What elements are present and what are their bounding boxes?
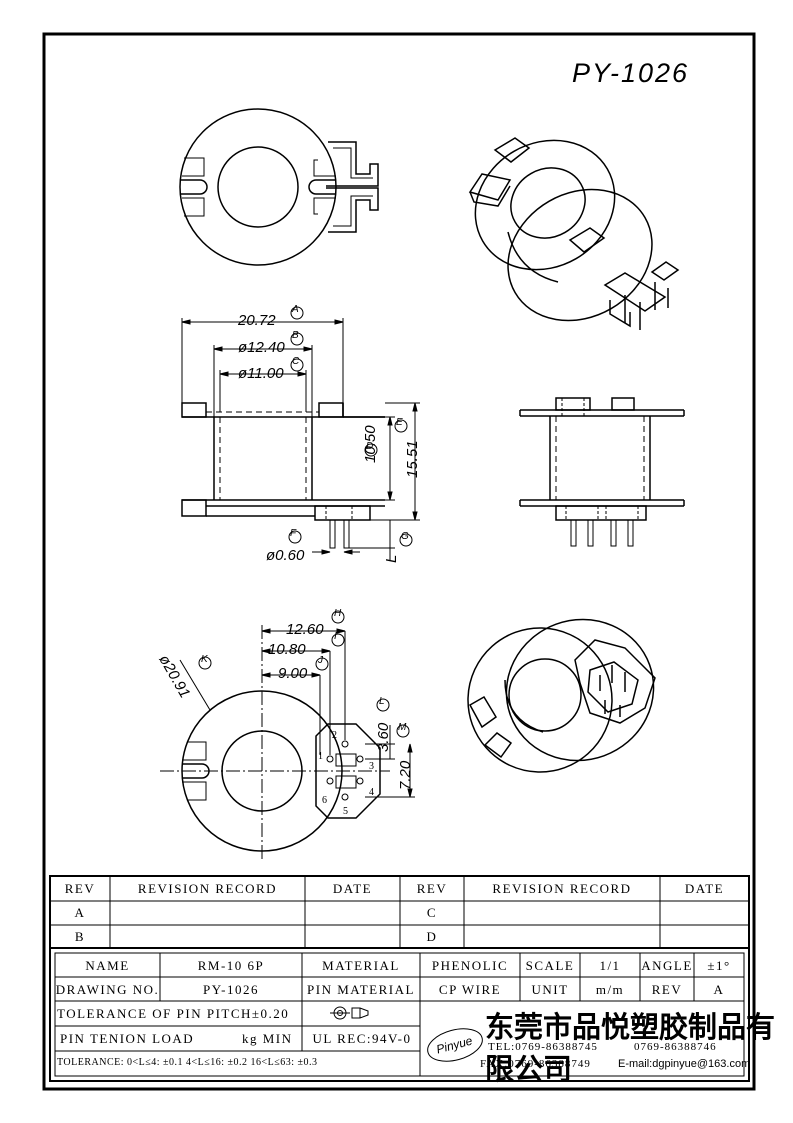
tel-2: 0769-86388746 bbox=[634, 1041, 717, 1053]
pin-pitch-tolerance: TOLERANCE OF PIN PITCH±0.20 bbox=[57, 1006, 290, 1021]
balloon-e: E bbox=[396, 417, 403, 428]
balloon-c: C bbox=[292, 356, 300, 367]
dim-f-value: ø0.60 bbox=[266, 547, 305, 564]
pin-number-4: 4 bbox=[369, 787, 375, 798]
date-header-left: DATE bbox=[332, 881, 373, 896]
company-name: 东莞市品悦塑胶制品有限公司 bbox=[485, 1010, 776, 1086]
scale-value: 1/1 bbox=[599, 958, 621, 973]
unit-label: UNIT bbox=[531, 982, 569, 997]
dim-h-value: 12.60 bbox=[286, 621, 324, 638]
drawing-no-value: PY-1026 bbox=[202, 982, 259, 997]
pin-tension-label: PIN TENION LOAD bbox=[60, 1031, 195, 1046]
balloon-k: K bbox=[201, 654, 208, 665]
ul-rec: UL REC:94V-0 bbox=[312, 1031, 412, 1046]
pin-tension-unit: kg MIN bbox=[242, 1031, 293, 1046]
balloon-b: B bbox=[292, 330, 299, 341]
balloon-i: I bbox=[334, 631, 337, 642]
outer-border bbox=[42, 32, 756, 1091]
unit-value: m/m bbox=[595, 982, 625, 997]
rev-label: REV bbox=[651, 982, 683, 997]
balloon-j: J bbox=[318, 655, 323, 666]
dim-l-value: 3.60 bbox=[375, 722, 392, 752]
rev-header-left: REV bbox=[64, 881, 96, 896]
angle-value: ±1° bbox=[707, 958, 731, 973]
material-value: PHENOLIC bbox=[431, 958, 509, 973]
pin-number-1: 1 bbox=[318, 751, 324, 762]
dim-a-value: 20.72 bbox=[238, 312, 276, 329]
tel-1: TEL:0769-86388745 bbox=[488, 1041, 598, 1053]
dim-c-value: ø11.00 bbox=[238, 365, 284, 382]
rev-header-right: REV bbox=[416, 881, 448, 896]
dim-i-value: 10.80 bbox=[268, 641, 306, 658]
date-header-right: DATE bbox=[684, 881, 725, 896]
name-value: RM-10 6P bbox=[197, 958, 265, 973]
rev-row-b: B bbox=[74, 929, 86, 944]
pin-number-3: 3 bbox=[369, 761, 375, 772]
iso-view-top bbox=[468, 137, 680, 330]
fax: FAX:0769-86388749 bbox=[480, 1058, 591, 1070]
balloon-m: M bbox=[398, 722, 407, 733]
dim-g-value: L bbox=[383, 554, 400, 563]
iso-view-bottom bbox=[467, 618, 656, 773]
dim-e-value: 15.51 bbox=[404, 440, 421, 478]
revision-record-header-right: REVISION RECORD bbox=[492, 881, 632, 896]
drawing-no-label: DRAWING NO. bbox=[55, 982, 160, 997]
side-view bbox=[519, 397, 685, 547]
rev-row-c: C bbox=[426, 905, 438, 920]
rev-row-a: A bbox=[74, 905, 86, 920]
pin-number-6: 6 bbox=[322, 795, 328, 806]
scale-label: SCALE bbox=[525, 958, 575, 973]
balloon-a: A bbox=[292, 304, 299, 315]
balloon-h: H bbox=[334, 608, 342, 619]
revision-record-header-left: REVISION RECORD bbox=[137, 881, 278, 896]
balloon-l: L bbox=[379, 696, 385, 707]
dim-b-value: ø12.40 bbox=[238, 339, 285, 356]
rev-value: A bbox=[713, 982, 725, 997]
front-view bbox=[181, 306, 420, 560]
top-view bbox=[179, 108, 379, 266]
pin-material-value: CP WIRE bbox=[438, 982, 502, 997]
bottom-view bbox=[160, 610, 415, 860]
balloon-d: D bbox=[366, 441, 374, 452]
part-number-title: PY-1026 bbox=[572, 58, 690, 88]
pin-material-label: PIN MATERIAL bbox=[307, 982, 415, 997]
balloon-g: G bbox=[401, 531, 409, 542]
dim-j-value: 9.00 bbox=[278, 665, 308, 682]
email: E-mail:dgpinyue@163.com bbox=[618, 1058, 751, 1070]
pin-number-5: 5 bbox=[343, 806, 349, 817]
table-grid bbox=[50, 876, 749, 1077]
balloon-f: F bbox=[290, 528, 297, 539]
rev-row-d: D bbox=[426, 929, 438, 944]
tolerance-line: TOLERANCE: 0<L≤4: ±0.1 4<L≤16: ±0.2 16<L… bbox=[57, 1057, 318, 1068]
pin-number-2: 2 bbox=[332, 730, 338, 741]
angle-label: ANGLE bbox=[641, 958, 693, 973]
dim-m-value: 7.20 bbox=[397, 760, 414, 790]
name-label: NAME bbox=[85, 958, 130, 973]
material-label: MATERIAL bbox=[322, 958, 400, 973]
